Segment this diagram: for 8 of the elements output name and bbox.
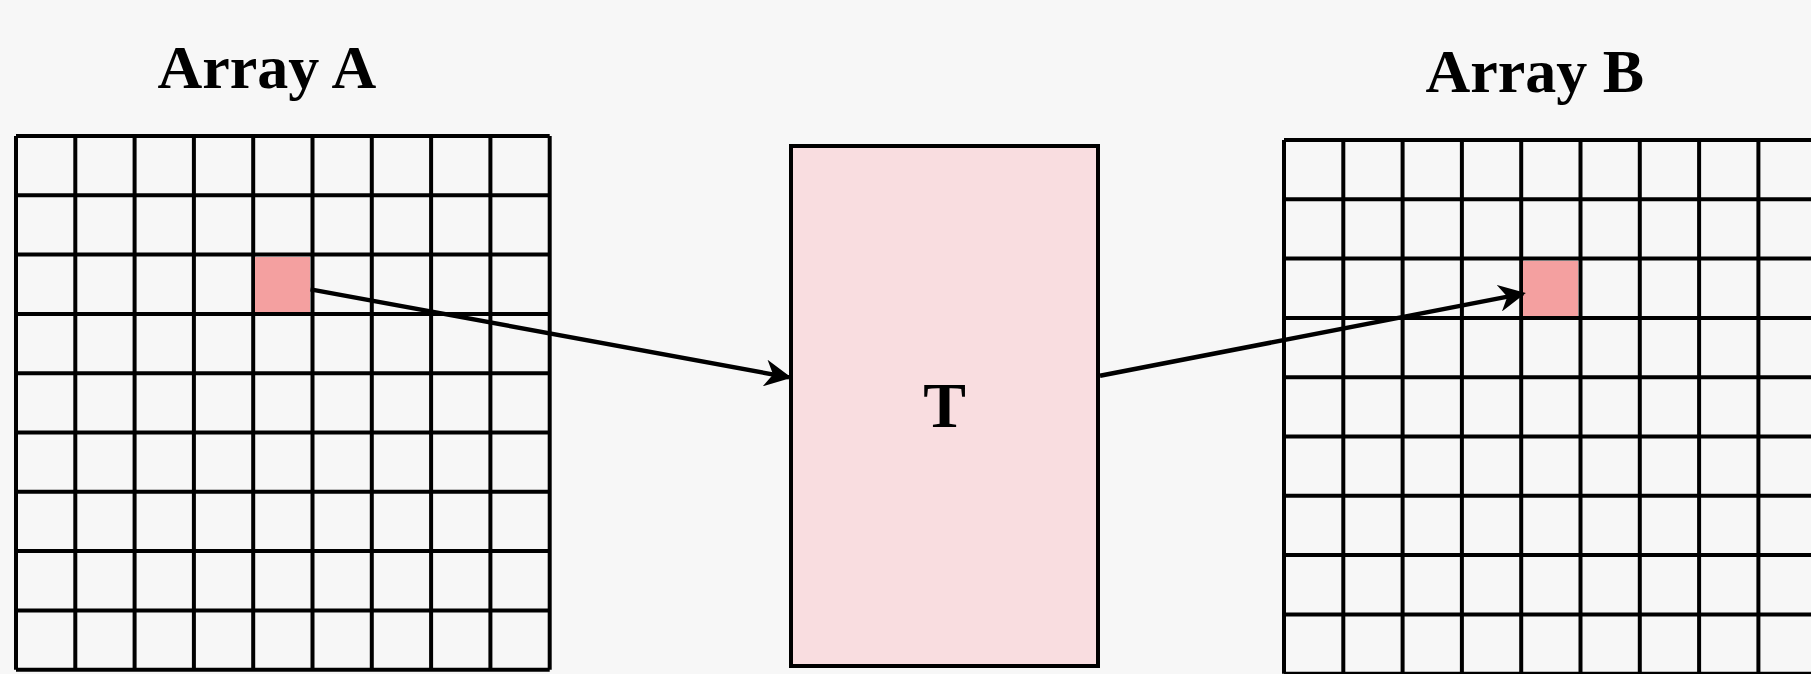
process-box (789, 144, 1100, 668)
highlighted-cell (1523, 260, 1579, 316)
box-label: T (923, 369, 966, 443)
grid-title: Array A (157, 33, 377, 101)
arrow (310, 287, 792, 387)
grid-title: Array B (1425, 37, 1645, 105)
arrow (1099, 285, 1526, 378)
highlighted-cell (255, 256, 311, 312)
